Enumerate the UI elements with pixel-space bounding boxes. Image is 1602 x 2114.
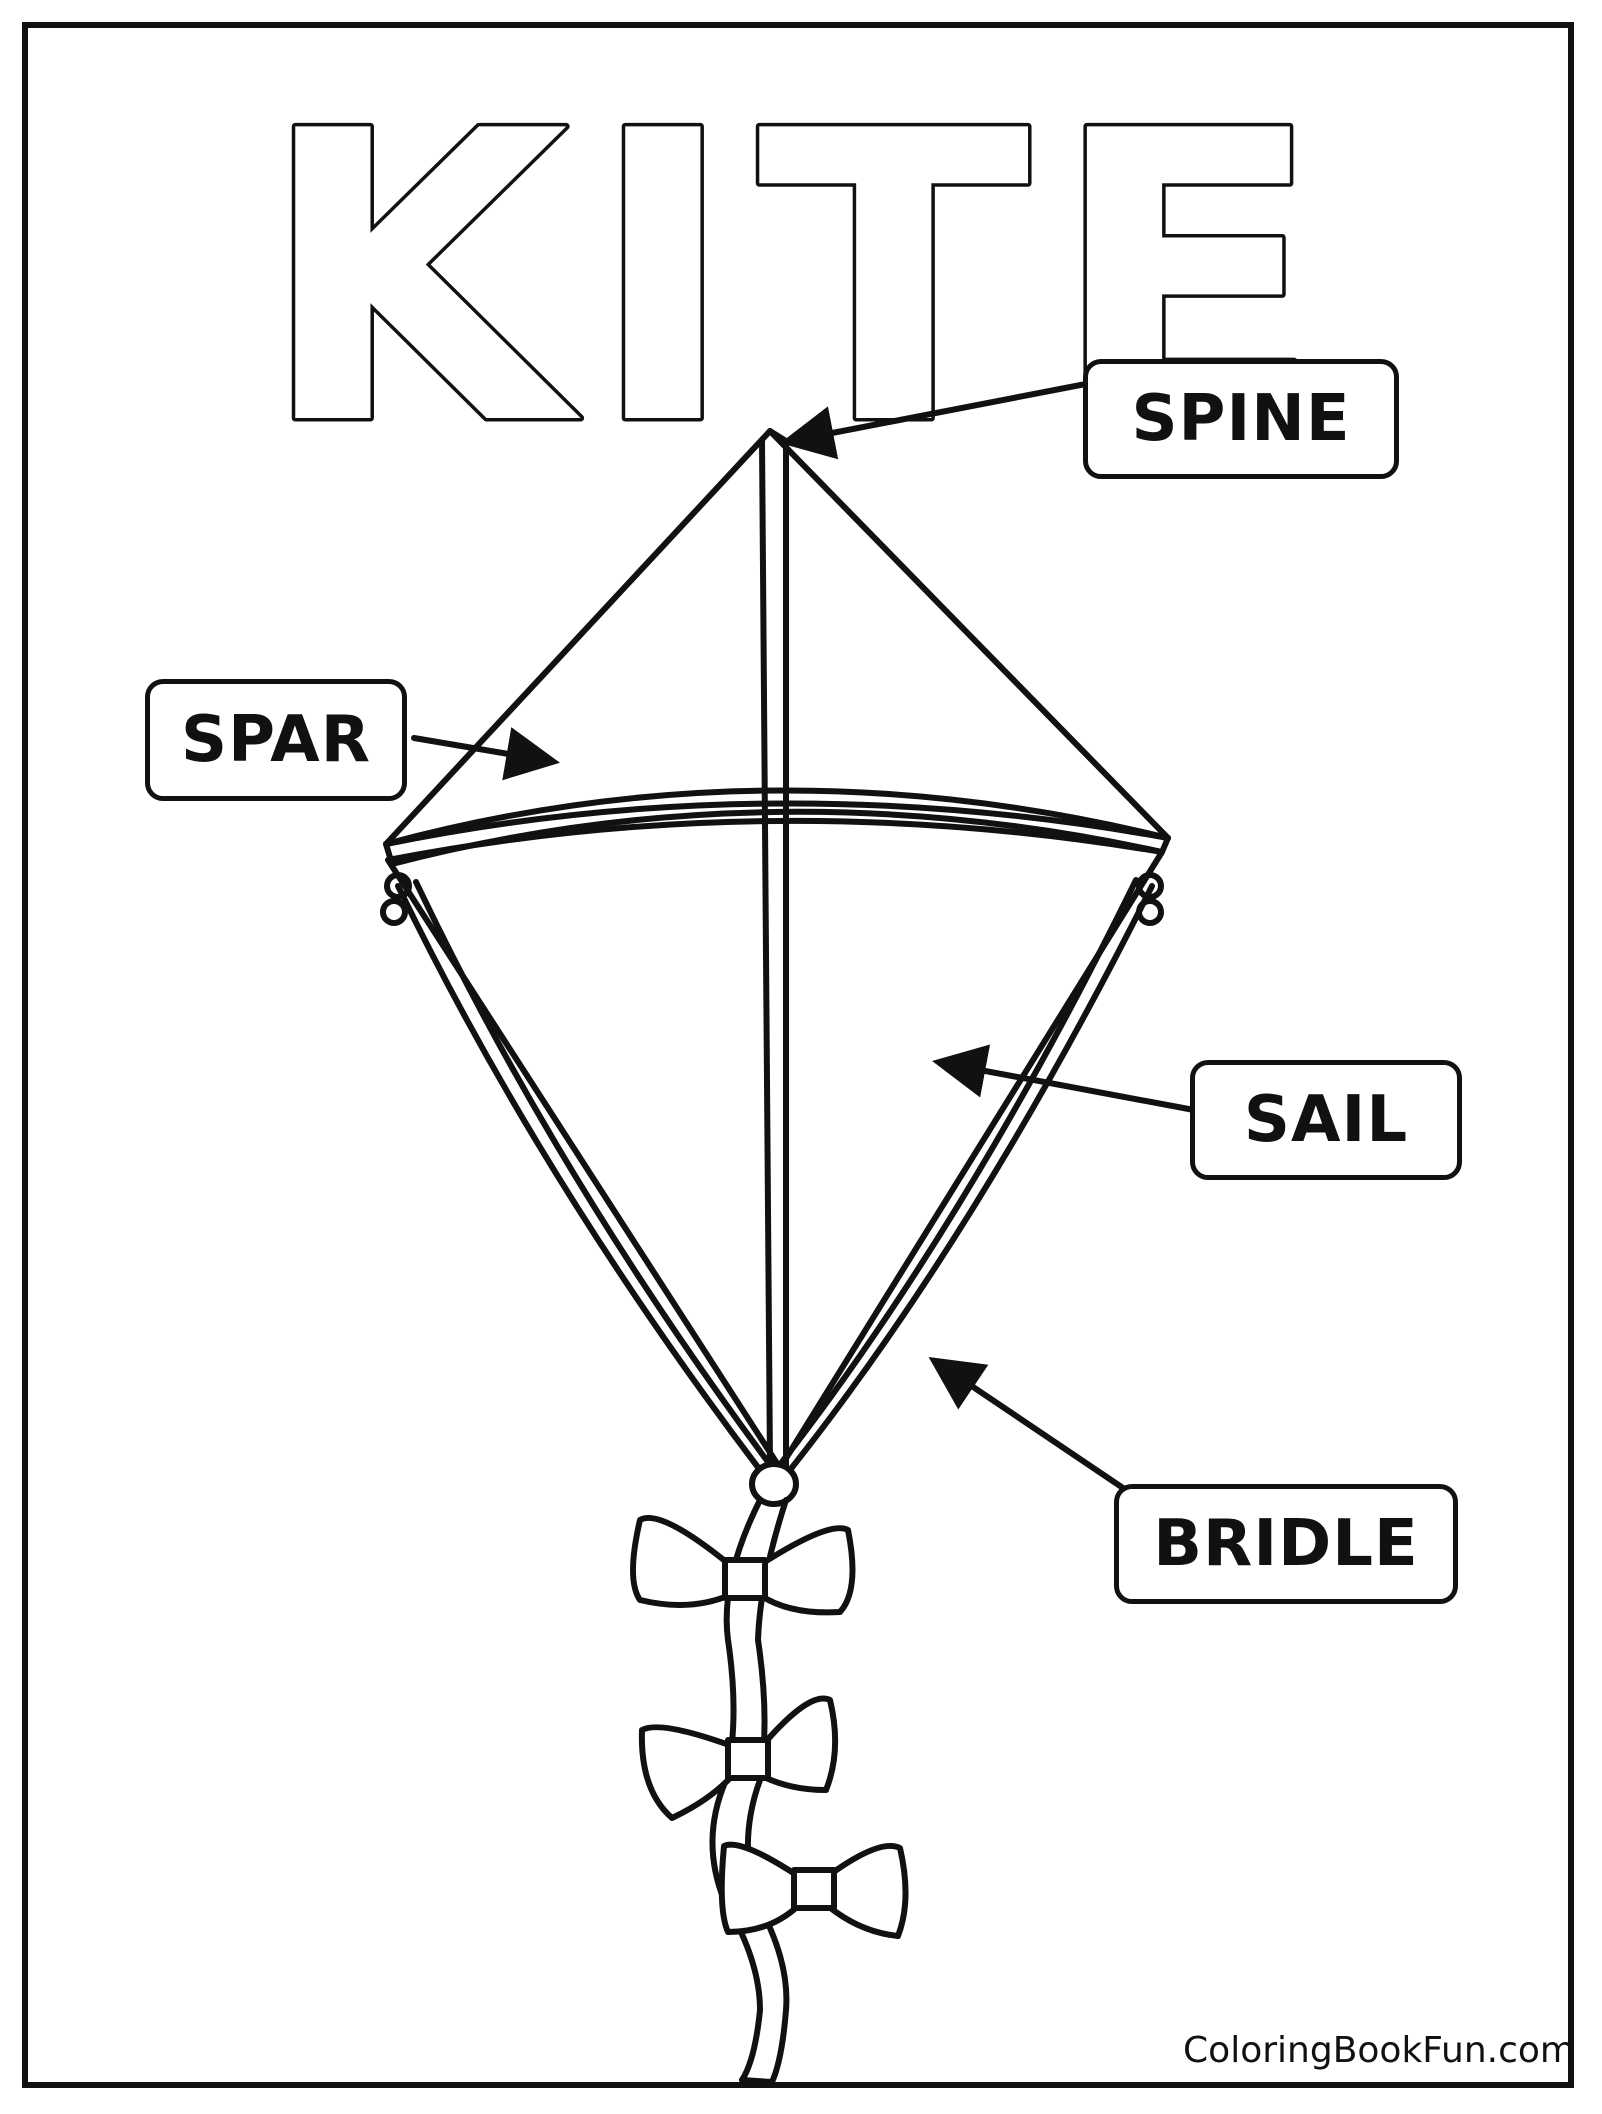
page-border xyxy=(22,22,1574,2088)
kite-knot xyxy=(749,1461,799,1507)
bridle-loop-right-top xyxy=(1136,872,1164,900)
site-watermark: ColoringBookFun.com xyxy=(1183,2030,1575,2071)
bridle-right xyxy=(787,883,1155,1473)
arrow-bridle xyxy=(928,1356,1129,1493)
kite-tail xyxy=(709,1497,790,2085)
label-bridle: BRIDLE xyxy=(1114,1484,1458,1604)
bridle-loop-left-top xyxy=(384,872,412,900)
bridle-right-inner xyxy=(779,877,1139,1465)
tail-bow-1 xyxy=(630,1514,856,1616)
kite-sail-upper xyxy=(383,428,1171,847)
tail-bow-3 xyxy=(718,1841,909,1939)
bridle-left xyxy=(395,883,763,1473)
bridle-loop-left-bottom xyxy=(380,898,408,926)
bridle-left-inner xyxy=(413,879,771,1465)
label-spar: SPAR xyxy=(145,679,407,801)
kite-sail-lower xyxy=(385,817,1165,1471)
tail-bow-2 xyxy=(638,1695,839,1821)
arrow-spar xyxy=(411,727,560,781)
kite-spine xyxy=(759,438,789,1469)
arrow-spine xyxy=(780,379,1099,460)
kite-spar xyxy=(383,787,1171,847)
arrow-sail xyxy=(932,1044,1197,1113)
bridle-loop-right-bottom xyxy=(1136,898,1164,926)
label-sail: SAIL xyxy=(1190,1060,1462,1180)
label-spine: SPINE xyxy=(1083,359,1399,479)
